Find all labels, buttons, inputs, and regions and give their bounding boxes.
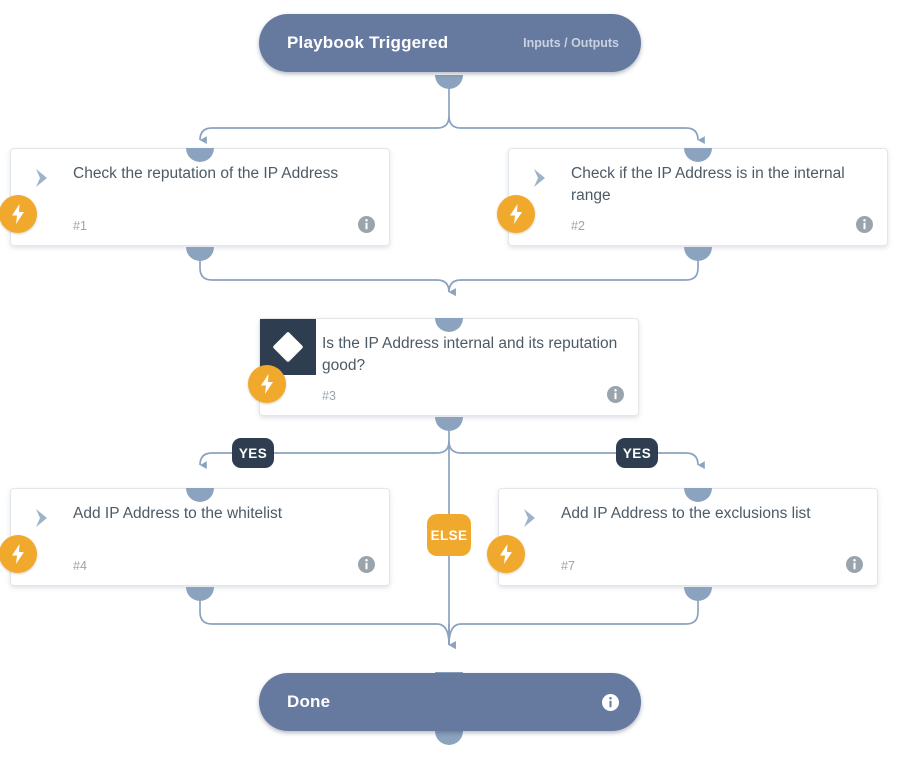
inputs-outputs-label[interactable]: Inputs / Outputs [523,36,619,50]
action-card-7-number: #7 [561,559,575,573]
chevron-right-icon [531,167,551,189]
action-card-1-number: #1 [73,219,87,233]
action-card-7-title: Add IP Address to the exclusions list [561,505,811,522]
branch-label-yes-right[interactable]: YES [616,438,658,468]
lightning-bolt-icon[interactable] [497,195,535,233]
info-icon[interactable] [358,216,375,233]
chevron-right-icon [521,507,541,529]
info-icon[interactable] [602,694,619,711]
action-card-1[interactable]: Check the reputation of the IP Address #… [0,148,390,246]
chevron-right-icon [33,167,53,189]
action-card-2-title: Check if the IP Address is in the intern… [571,165,845,205]
action-card-4-title: Add IP Address to the whitelist [73,505,283,522]
info-icon[interactable] [358,556,375,573]
done-title: Done [287,692,331,711]
trigger-title: Playbook Triggered [287,33,449,52]
done-node[interactable]: Done [259,673,641,731]
action-card-7[interactable]: Add IP Address to the exclusions list #7 [487,488,878,586]
action-card-4-number: #4 [73,559,87,573]
action-card-2[interactable]: Check if the IP Address is in the intern… [497,148,888,246]
condition-card-3-title: Is the IP Address internal and its reput… [322,335,618,375]
action-card-2-number: #2 [571,219,585,233]
lightning-bolt-icon[interactable] [248,365,286,403]
info-icon[interactable] [846,556,863,573]
condition-card-3-number: #3 [322,389,336,403]
trigger-node[interactable]: Playbook Triggered Inputs / Outputs [259,14,641,72]
info-icon[interactable] [856,216,873,233]
branch-label-yes-left[interactable]: YES [232,438,274,468]
lightning-bolt-icon[interactable] [0,195,37,233]
action-card-4[interactable]: Add IP Address to the whitelist #4 [0,488,390,586]
lightning-bolt-icon[interactable] [0,535,37,573]
condition-card-3[interactable]: Is the IP Address internal and its reput… [248,318,639,416]
info-icon[interactable] [607,386,624,403]
branch-label-else[interactable]: ELSE [427,514,471,556]
chevron-right-icon [33,507,53,529]
action-card-1-title: Check the reputation of the IP Address [73,165,339,182]
lightning-bolt-icon[interactable] [487,535,525,573]
